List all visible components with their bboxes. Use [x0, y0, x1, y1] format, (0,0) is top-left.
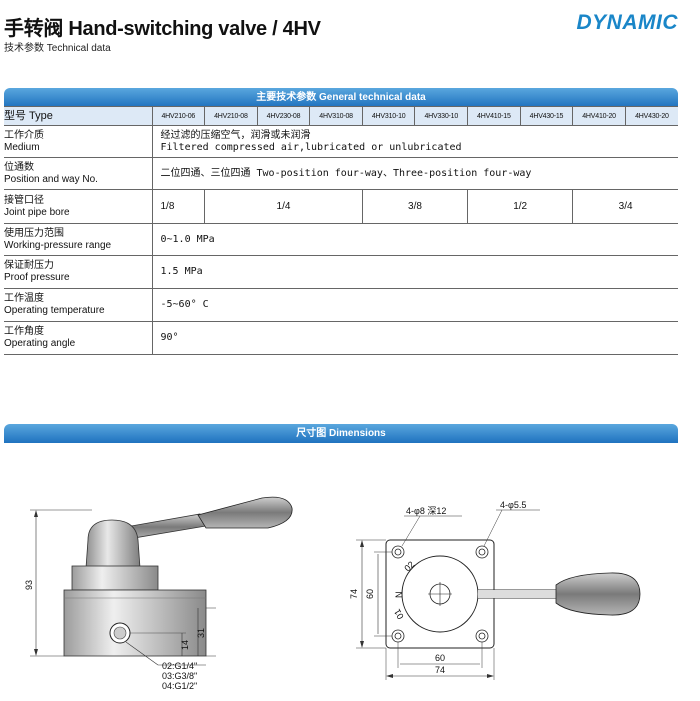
page-header: 手转阀 Hand-switching valve / 4HV 技术参数 Tech… [0, 0, 700, 60]
dim-14: 14 [180, 640, 190, 650]
spec-section-title: 主要技术参数 General technical data [4, 88, 678, 107]
temperature-label-cn: 工作温度 [4, 293, 44, 304]
port-label: 03:G3/8" [162, 671, 197, 681]
medium-value-cn: 经过滤的压缩空气，润滑或未润滑 [160, 129, 311, 141]
dimensions-drawing: 93 31 14 02:G1/4" 03:G3/8" 04:G1/2" [24, 496, 641, 691]
pressure-label-cn: 使用压力范围 [4, 227, 64, 239]
angle-label-cn: 工作角度 [4, 326, 44, 337]
bore-value: 3/8 [362, 189, 469, 224]
side-body [63, 589, 207, 657]
brand-logo: DYNAMIC [576, 11, 678, 34]
bore-value: 1/2 [467, 189, 574, 224]
position-value: 二位四通、三位四通 Two-position four-way、Three-po… [152, 157, 678, 190]
hole-callout-a: 4-φ8 深12 [406, 506, 446, 516]
bore-value: 1/8 [152, 189, 206, 224]
dim-31: 31 [196, 628, 206, 638]
angle-value: 90° [152, 321, 678, 355]
mark-N: N [394, 592, 404, 599]
model-cell: 4HV410-15 [467, 106, 521, 126]
hole-callout-b: 4-φ5.5 [500, 500, 526, 510]
dim-60-horizontal: 60 [435, 653, 445, 663]
angle-label-en: Operating angle [4, 338, 76, 349]
mark-01: 01 [392, 607, 406, 621]
top-view: 02 N 01 4-φ8 深12 4-φ5.5 74 60 60 74 [349, 500, 641, 680]
temperature-value: -5~60° C [152, 288, 678, 322]
model-cell: 4HV230-08 [257, 106, 311, 126]
model-cell: 4HV310-10 [362, 106, 416, 126]
temperature-label-en: Operating temperature [4, 305, 105, 316]
dim-93: 93 [24, 580, 34, 590]
model-cell: 4HV210-08 [204, 106, 258, 126]
type-label: 型号 Type [4, 106, 153, 126]
bore-label-cn: 接管口径 [4, 194, 44, 206]
dim-74-vertical: 74 [349, 589, 359, 599]
dim-74-horizontal: 74 [435, 665, 445, 675]
bore-value: 1/4 [204, 189, 363, 224]
pressure-label-en: Working-pressure range [4, 239, 112, 251]
side-cap [85, 519, 141, 569]
position-label-cn: 位通数 [4, 161, 34, 173]
port-label: 02:G1/4" [162, 661, 197, 671]
top-lever-grip [555, 572, 641, 616]
type-row: 型号 Type 4HV210-06 4HV210-08 4HV230-08 4H… [4, 106, 678, 126]
port-label: 04:G1/2" [162, 681, 197, 691]
side-lever-grip [197, 496, 293, 529]
model-cell: 4HV410-20 [572, 106, 626, 126]
dim-60-vertical: 60 [365, 589, 375, 599]
medium-value-en: Filtered compressed air,lubricated or un… [160, 141, 462, 153]
page-title: 手转阀 Hand-switching valve / 4HV [4, 18, 321, 40]
model-cell: 4HV310-08 [309, 106, 363, 126]
side-view: 93 31 14 02:G1/4" 03:G3/8" 04:G1/2" [24, 496, 293, 691]
page-subtitle: 技术参数 Technical data [4, 43, 111, 54]
dimensions-section-title: 尺寸图 Dimensions [4, 424, 678, 443]
model-cell: 4HV430-20 [625, 106, 678, 126]
pressure-value: 0~1.0 MPa [152, 223, 678, 256]
bore-label-en: Joint pipe bore [4, 206, 70, 218]
model-cell: 4HV330-10 [414, 106, 469, 126]
proof-label-cn: 保证耐压力 [4, 260, 54, 271]
side-rotor [71, 565, 159, 591]
model-cell: 4HV430-15 [520, 106, 574, 126]
medium-label-cn: 工作介质 [4, 129, 44, 141]
medium-label-en: Medium [4, 141, 40, 153]
model-cell: 4HV210-06 [152, 106, 206, 126]
proof-label-en: Proof pressure [4, 272, 70, 283]
proof-value: 1.5 MPa [152, 255, 678, 289]
spec-table: 型号 Type 4HV210-06 4HV210-08 4HV230-08 4H… [4, 106, 678, 355]
bore-value: 3/4 [572, 189, 678, 224]
position-label-en: Position and way No. [4, 173, 98, 185]
